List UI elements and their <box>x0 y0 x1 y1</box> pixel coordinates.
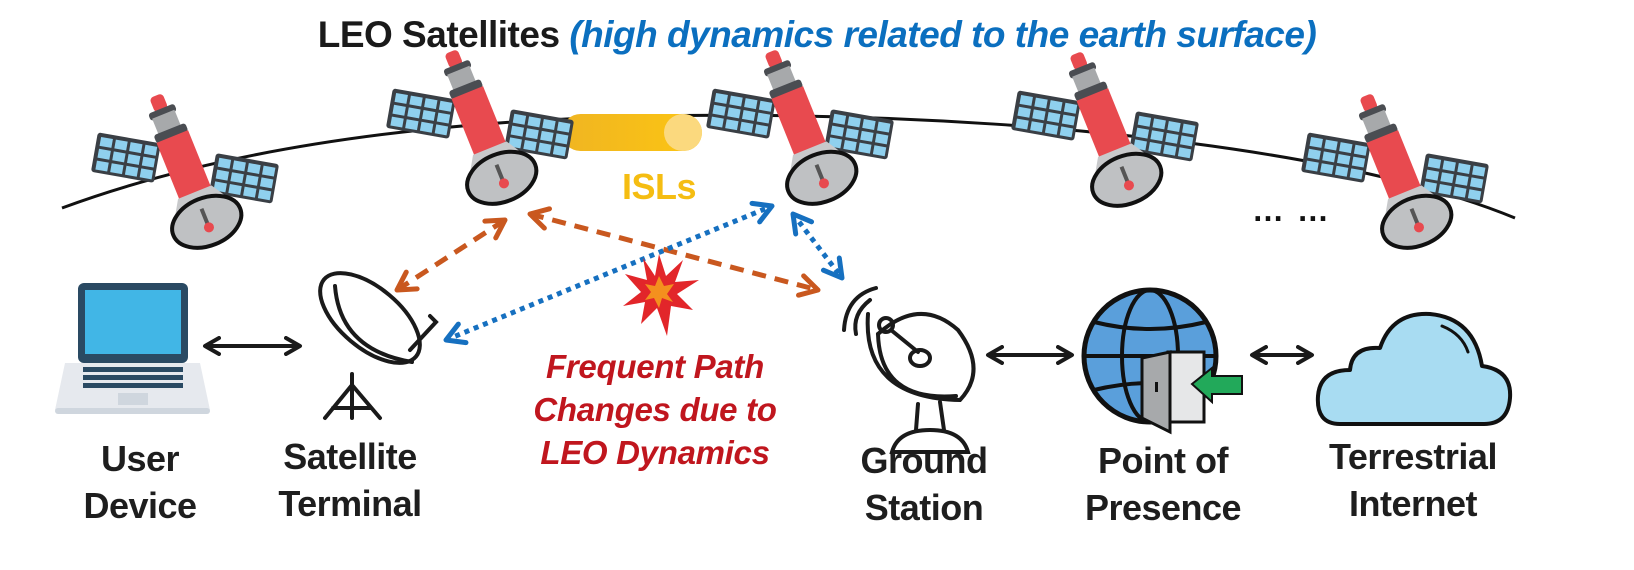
warning-line: Frequent Path <box>546 348 764 385</box>
label-line: Presence <box>1084 487 1242 528</box>
title-subtitle: (high dynamics related to the earth surf… <box>569 14 1317 55</box>
satellite-icon <box>1298 80 1492 260</box>
satellite-icon <box>1008 38 1202 218</box>
label-line: Ground <box>860 440 988 481</box>
diagram-title: LEO Satellites (high dynamics related to… <box>0 14 1634 56</box>
orange-path-terminal-to-sat <box>394 217 508 293</box>
node-label-ground-station: Ground Station <box>861 437 988 531</box>
cloud-icon <box>1315 311 1513 426</box>
isl-link <box>562 114 702 151</box>
satellite-icon <box>703 36 897 216</box>
blue-path-sat-to-ground <box>790 211 845 281</box>
label-line: Device <box>83 485 197 526</box>
node-label-user-device: User Device <box>83 435 197 529</box>
globe-door-icon <box>1081 287 1243 435</box>
label-line: Station <box>864 487 984 528</box>
explosion-icon <box>623 254 699 336</box>
satellite-icon <box>383 36 577 216</box>
ground-station-antenna-icon <box>842 286 976 454</box>
laptop-icon <box>55 283 210 414</box>
node-label-terrestrial-internet: Terrestrial Internet <box>1329 433 1497 527</box>
satellite-icon <box>88 80 282 260</box>
label-line: Satellite <box>283 436 417 477</box>
blue-path-terminal-to-sat <box>443 200 775 346</box>
isl-label: ISLs <box>622 166 697 207</box>
node-label-point-of-presence: Point of Presence <box>1084 437 1242 531</box>
path-change-warning: Frequent Path Changes due to LEO Dynamic… <box>533 345 777 474</box>
warning-line: LEO Dynamics <box>540 434 770 471</box>
label-line: User <box>100 438 180 479</box>
label-line: Terminal <box>278 483 422 524</box>
satellite-dish-icon <box>318 271 439 420</box>
more-satellites-ellipsis: … … <box>1252 192 1331 228</box>
warning-line: Changes due to <box>533 391 777 428</box>
label-line: Terrestrial <box>1329 436 1497 477</box>
label-line: Point of <box>1098 440 1228 481</box>
title-main: LEO Satellites <box>317 14 560 55</box>
node-label-satellite-terminal: Satellite Terminal <box>278 433 422 527</box>
label-line: Internet <box>1348 483 1478 524</box>
